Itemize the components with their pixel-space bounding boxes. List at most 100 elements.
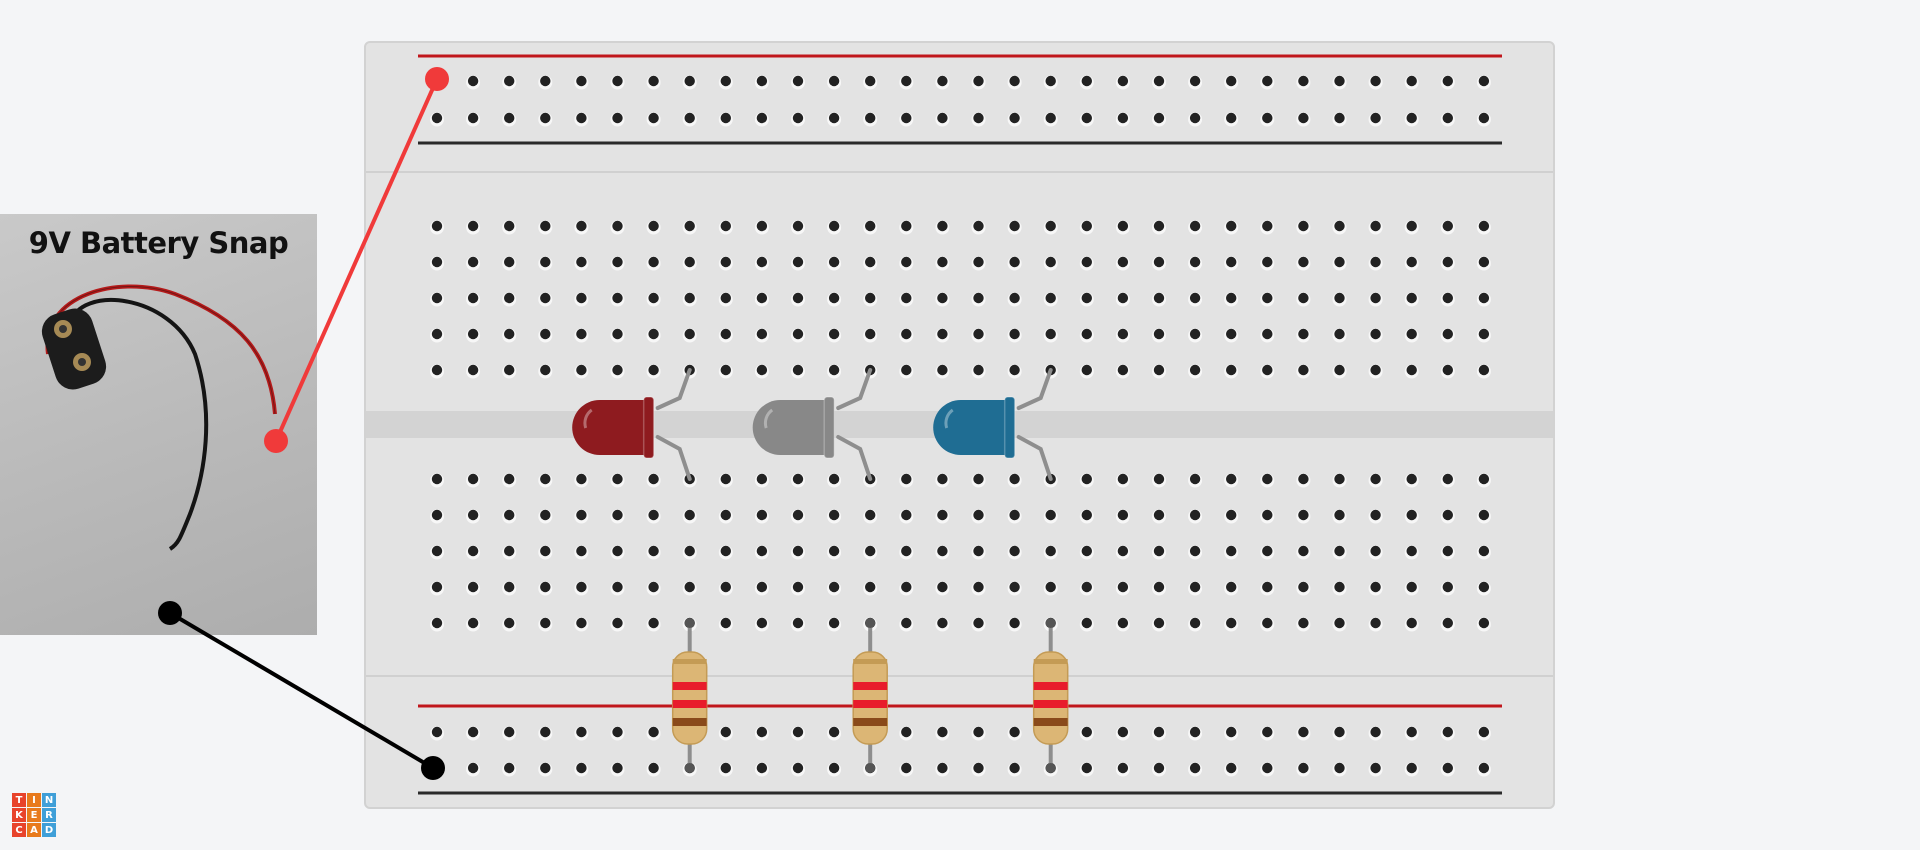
breadboard-hole[interactable] — [1298, 292, 1309, 304]
breadboard-hole[interactable] — [1081, 364, 1093, 376]
rail-hole[interactable] — [1478, 75, 1490, 87]
rail-hole[interactable] — [973, 762, 984, 774]
breadboard-hole[interactable] — [792, 292, 804, 304]
rail-hole[interactable] — [1226, 762, 1237, 774]
rail-hole[interactable] — [1442, 112, 1454, 124]
breadboard-hole[interactable] — [1478, 256, 1490, 268]
breadboard-hole[interactable] — [612, 509, 623, 521]
breadboard-hole[interactable] — [1189, 617, 1201, 629]
led-red[interactable] — [572, 400, 650, 455]
rail-hole[interactable] — [1009, 112, 1020, 124]
rail-hole[interactable] — [540, 75, 551, 87]
breadboard-hole[interactable] — [901, 256, 912, 268]
breadboard-hole[interactable] — [648, 545, 659, 557]
breadboard-hole[interactable] — [1406, 581, 1417, 593]
breadboard-hole[interactable] — [504, 509, 515, 521]
breadboard-hole[interactable] — [828, 364, 840, 376]
breadboard-hole[interactable] — [1081, 473, 1093, 485]
breadboard-hole[interactable] — [1081, 328, 1093, 340]
breadboard-hole[interactable] — [1226, 581, 1237, 593]
rail-hole[interactable] — [1298, 112, 1309, 124]
breadboard-hole[interactable] — [1117, 617, 1129, 629]
breadboard-hole[interactable] — [901, 509, 912, 521]
breadboard-hole[interactable] — [901, 617, 912, 629]
breadboard-hole[interactable] — [1226, 509, 1237, 521]
breadboard-hole[interactable] — [1442, 617, 1454, 629]
breadboard-hole[interactable] — [756, 581, 768, 593]
breadboard-hole[interactable] — [1045, 545, 1056, 557]
breadboard-hole[interactable] — [865, 292, 876, 304]
breadboard-hole[interactable] — [504, 292, 515, 304]
breadboard-hole[interactable] — [612, 581, 623, 593]
rail-hole[interactable] — [467, 112, 479, 124]
breadboard-hole[interactable] — [1442, 292, 1454, 304]
positive-wire-end[interactable] — [264, 429, 288, 453]
breadboard-hole[interactable] — [937, 545, 948, 557]
breadboard-hole[interactable] — [792, 473, 804, 485]
breadboard-hole[interactable] — [720, 581, 731, 593]
breadboard-hole[interactable] — [973, 473, 984, 485]
breadboard-hole[interactable] — [1334, 509, 1345, 521]
breadboard-hole[interactable] — [865, 220, 876, 232]
breadboard-hole[interactable] — [1262, 220, 1273, 232]
breadboard-hole[interactable] — [901, 328, 912, 340]
breadboard-hole[interactable] — [1262, 364, 1273, 376]
breadboard-hole[interactable] — [467, 617, 479, 629]
breadboard-hole[interactable] — [1406, 509, 1417, 521]
rail-hole[interactable] — [1406, 75, 1417, 87]
rail-hole[interactable] — [504, 75, 515, 87]
breadboard-hole[interactable] — [540, 364, 551, 376]
breadboard-hole[interactable] — [756, 364, 768, 376]
rail-hole[interactable] — [1478, 762, 1490, 774]
negative-wire-end[interactable] — [421, 756, 445, 780]
rail-hole[interactable] — [1334, 112, 1345, 124]
rail-hole[interactable] — [901, 762, 912, 774]
breadboard-hole[interactable] — [720, 220, 731, 232]
breadboard-hole[interactable] — [973, 364, 984, 376]
breadboard-hole[interactable] — [1262, 545, 1273, 557]
breadboard-hole[interactable] — [937, 292, 948, 304]
breadboard-hole[interactable] — [1153, 473, 1165, 485]
rail-hole[interactable] — [1081, 762, 1093, 774]
breadboard-hole[interactable] — [1334, 545, 1345, 557]
breadboard-hole[interactable] — [1081, 581, 1093, 593]
rail-hole[interactable] — [1189, 75, 1201, 87]
breadboard-hole[interactable] — [828, 509, 840, 521]
breadboard-hole[interactable] — [1153, 364, 1165, 376]
breadboard-hole[interactable] — [431, 256, 443, 268]
breadboard-hole[interactable] — [756, 256, 768, 268]
breadboard-hole[interactable] — [1081, 617, 1093, 629]
breadboard-hole[interactable] — [1189, 581, 1201, 593]
breadboard-hole[interactable] — [828, 545, 840, 557]
breadboard-hole[interactable] — [431, 509, 443, 521]
breadboard-hole[interactable] — [576, 509, 587, 521]
rail-hole[interactable] — [648, 762, 659, 774]
rail-hole[interactable] — [540, 726, 551, 738]
breadboard-hole[interactable] — [828, 220, 840, 232]
breadboard-hole[interactable] — [540, 581, 551, 593]
rail-hole[interactable] — [1153, 75, 1165, 87]
breadboard-hole[interactable] — [1298, 545, 1309, 557]
breadboard-hole[interactable] — [1334, 292, 1345, 304]
rail-hole[interactable] — [1406, 726, 1417, 738]
rail-hole[interactable] — [1153, 762, 1165, 774]
breadboard-hole[interactable] — [1189, 473, 1201, 485]
breadboard-hole[interactable] — [1478, 545, 1490, 557]
breadboard-hole[interactable] — [431, 545, 443, 557]
rail-hole[interactable] — [540, 112, 551, 124]
breadboard-hole[interactable] — [937, 473, 948, 485]
rail-hole[interactable] — [1370, 112, 1381, 124]
breadboard-hole[interactable] — [828, 292, 840, 304]
rail-hole[interactable] — [576, 112, 587, 124]
breadboard-hole[interactable] — [467, 220, 479, 232]
rail-hole[interactable] — [1334, 762, 1345, 774]
rail-hole[interactable] — [1189, 726, 1201, 738]
breadboard-hole[interactable] — [901, 220, 912, 232]
rail-hole[interactable] — [576, 726, 587, 738]
breadboard-hole[interactable] — [937, 581, 948, 593]
breadboard-hole[interactable] — [612, 292, 623, 304]
breadboard-hole[interactable] — [792, 617, 804, 629]
breadboard-hole[interactable] — [865, 581, 876, 593]
breadboard-hole[interactable] — [612, 328, 623, 340]
breadboard-hole[interactable] — [1081, 256, 1093, 268]
